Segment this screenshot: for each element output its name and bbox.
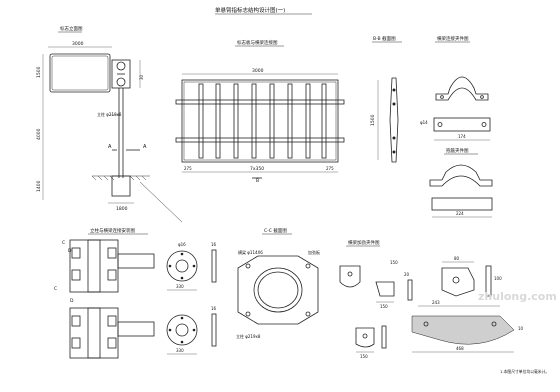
svg-text:A: A [108,144,112,150]
base-width-label: 1800 [116,206,128,212]
flange-side-lower [211,313,217,347]
connection-lower-frame [69,307,119,359]
small-hoop-plate [355,327,375,348]
beam-width-label: 3000 [252,68,264,74]
svg-text:150: 150 [390,260,398,265]
section-profile [389,77,399,163]
svg-text:B: B [256,178,259,184]
flange-side-upper [211,249,217,283]
sign-plate [49,53,111,93]
svg-text:A: A [143,144,147,150]
plate-back-frame [181,79,339,163]
hoop-arc [435,76,489,101]
svg-text:10: 10 [518,326,524,331]
flange-upper [166,250,198,282]
section-cc-view: C-C 截面图 横梁 φ114X6 加劲板 立柱 φ219x8 [236,227,320,339]
beam-hoop-view: 横梁加劲夹件图 150 150 20 80 100 150 243 468 10 [339,239,524,359]
hoop-bottom-plate [431,197,493,211]
upper-beam-stub [117,253,155,269]
svg-text:D: D [70,298,74,304]
svg-text:150: 150 [360,354,368,359]
svg-text:100: 100 [494,276,502,281]
elevation-title: 标志立面图 [60,25,83,32]
plate-bracket [111,59,131,89]
plate-back-title: 标志板与横梁连接图 [237,39,278,46]
svg-text:275: 275 [326,166,334,171]
hoop-title: 横梁连接夹件图 [437,35,469,42]
svg-text:468: 468 [456,346,464,351]
pipe-label: 立柱 φ219x8 [97,111,122,117]
svg-text:330: 330 [176,348,184,353]
svg-text:20: 20 [404,272,410,277]
section-bb-view: B-B 截面图 1500 [370,35,402,163]
section-height-label: 1500 [370,114,376,126]
sheet-title: 单悬臂指标志结构设计图(一) [215,6,285,14]
svg-text:C: C [54,286,57,292]
sign-plate-inner [51,55,109,91]
svg-text:30: 30 [139,74,144,80]
drawing-note: 1.本图尺寸单位均以毫米计。 [500,369,549,374]
beam-lower [175,137,345,143]
column-beam-view: 立柱与横梁连接安装图 C D C D [54,227,155,359]
flange-lower [166,314,198,346]
column-height-label: 4000 [36,128,42,140]
cc-label: 加劲板 [308,249,320,255]
long-curved-plate [411,315,515,345]
stiffeners [198,83,327,159]
elevation-view: 标志立面图 3000 1500 4000 1400 30 立柱 φ219x8 A… [36,25,183,223]
plate-height-label: 1500 [36,66,42,78]
svg-text:150: 150 [380,304,388,309]
plate-width-label: 3000 [72,41,84,47]
svg-text:275: 275 [184,166,192,171]
hoop-bottom-title: 抱箍夹件图 [446,147,469,154]
cc-pipe-a-label: 横梁 φ114X6 [238,249,263,255]
hoop-plate [433,117,491,132]
beam-upper [175,99,345,105]
base-height-label: 1400 [36,180,42,192]
cc-pipe-b-label: 立柱 φ219x8 [236,333,261,339]
cc-outer-plate [237,255,319,325]
beam-mid-label: 7x350 [250,166,264,172]
svg-text:φ16: φ16 [178,242,186,247]
svg-text:C: C [62,240,65,246]
svg-text:16: 16 [211,242,217,247]
cc-pipe-outer [253,267,303,313]
foundation [111,175,131,197]
bracket-plate [441,267,475,297]
column-beam-title: 立柱与横梁连接安装图 [90,227,135,234]
hoop-width2-label: 224 [456,211,464,216]
lower-beam-stub [117,321,155,337]
cc-pipe-inner [257,271,299,309]
svg-text:243: 243 [432,300,440,305]
plate-back-view: 标志板与横梁连接图 3000 275 7x350 275 B [175,39,345,184]
triangle-plate [339,265,361,288]
flange-views: φ16 330 16 330 16 [166,242,217,355]
svg-text:330: 330 [176,284,184,289]
section-bb-title: B-B 截面图 [373,35,396,42]
beam-hoop-title: 横梁加劲夹件图 [348,239,380,246]
hoop-width-label: 174 [458,134,466,139]
svg-text:φ14: φ14 [420,120,428,125]
watermark: zhulong.com [478,290,557,303]
hoop-bottom-arc [429,164,493,187]
hoop-view: 横梁连接夹件图 φ14 174 抱箍夹件图 224 [420,35,493,218]
small-plate [375,281,395,297]
svg-text:16: 16 [211,306,217,311]
svg-text:80: 80 [454,256,460,261]
section-cc-title: C-C 截面图 [264,227,287,234]
